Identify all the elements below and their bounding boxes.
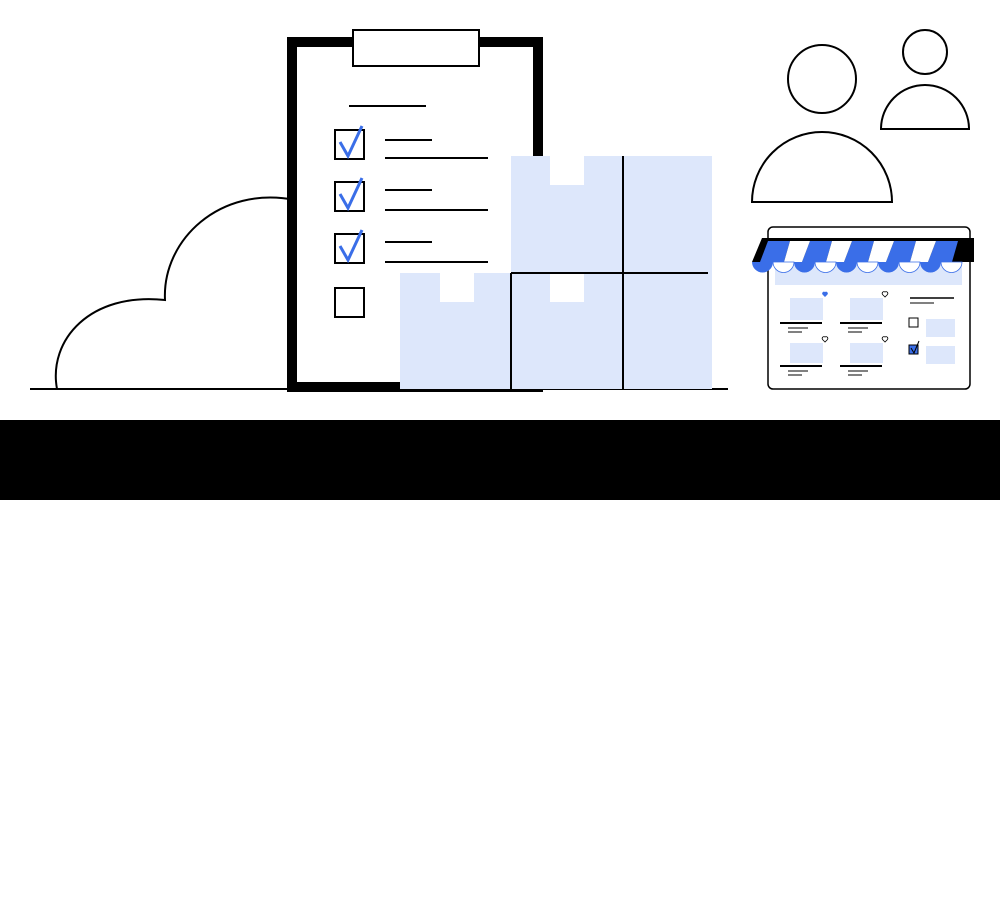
- storefront-icon: [752, 226, 974, 390]
- checklist-item: [334, 177, 488, 212]
- heart-icon: [881, 291, 889, 298]
- checklist-item: [334, 287, 365, 318]
- image-id: VectorStock.com/54875218: [702, 870, 972, 895]
- product-card: [840, 291, 889, 333]
- brand-logo: VectorStock: [26, 860, 208, 899]
- checklist: [334, 125, 488, 318]
- user-head-icon: [902, 29, 948, 75]
- heart-icon: [821, 336, 829, 343]
- user-body-icon: [750, 131, 894, 203]
- watermark-bar: VectorStock VectorStock.com/54875218: [0, 420, 1000, 899]
- product-card: [780, 336, 829, 376]
- cloud-icon: [54, 196, 296, 390]
- checkbox-icon: [908, 344, 919, 355]
- checkmark-icon: [910, 340, 920, 355]
- filter-panel: [908, 297, 955, 364]
- checkbox-icon: [334, 287, 365, 318]
- checklist-item: [334, 125, 488, 160]
- heart-icon: [822, 291, 828, 297]
- heart-icon: [881, 336, 889, 343]
- checkbox-icon: [908, 317, 919, 328]
- illustration: [30, 29, 974, 392]
- user-group-icon: [750, 29, 971, 203]
- checkmark-icon: [338, 125, 364, 160]
- user-body-icon: [879, 84, 971, 130]
- checkmark-icon: [338, 229, 364, 264]
- checkmark-icon: [338, 177, 364, 212]
- checklist-item: [334, 229, 488, 264]
- product-card: [780, 291, 828, 333]
- box-stack: [400, 156, 712, 389]
- box-icon: [511, 156, 712, 274]
- product-card: [840, 336, 889, 376]
- user-head-icon: [787, 44, 857, 114]
- awning-icon: [752, 238, 974, 273]
